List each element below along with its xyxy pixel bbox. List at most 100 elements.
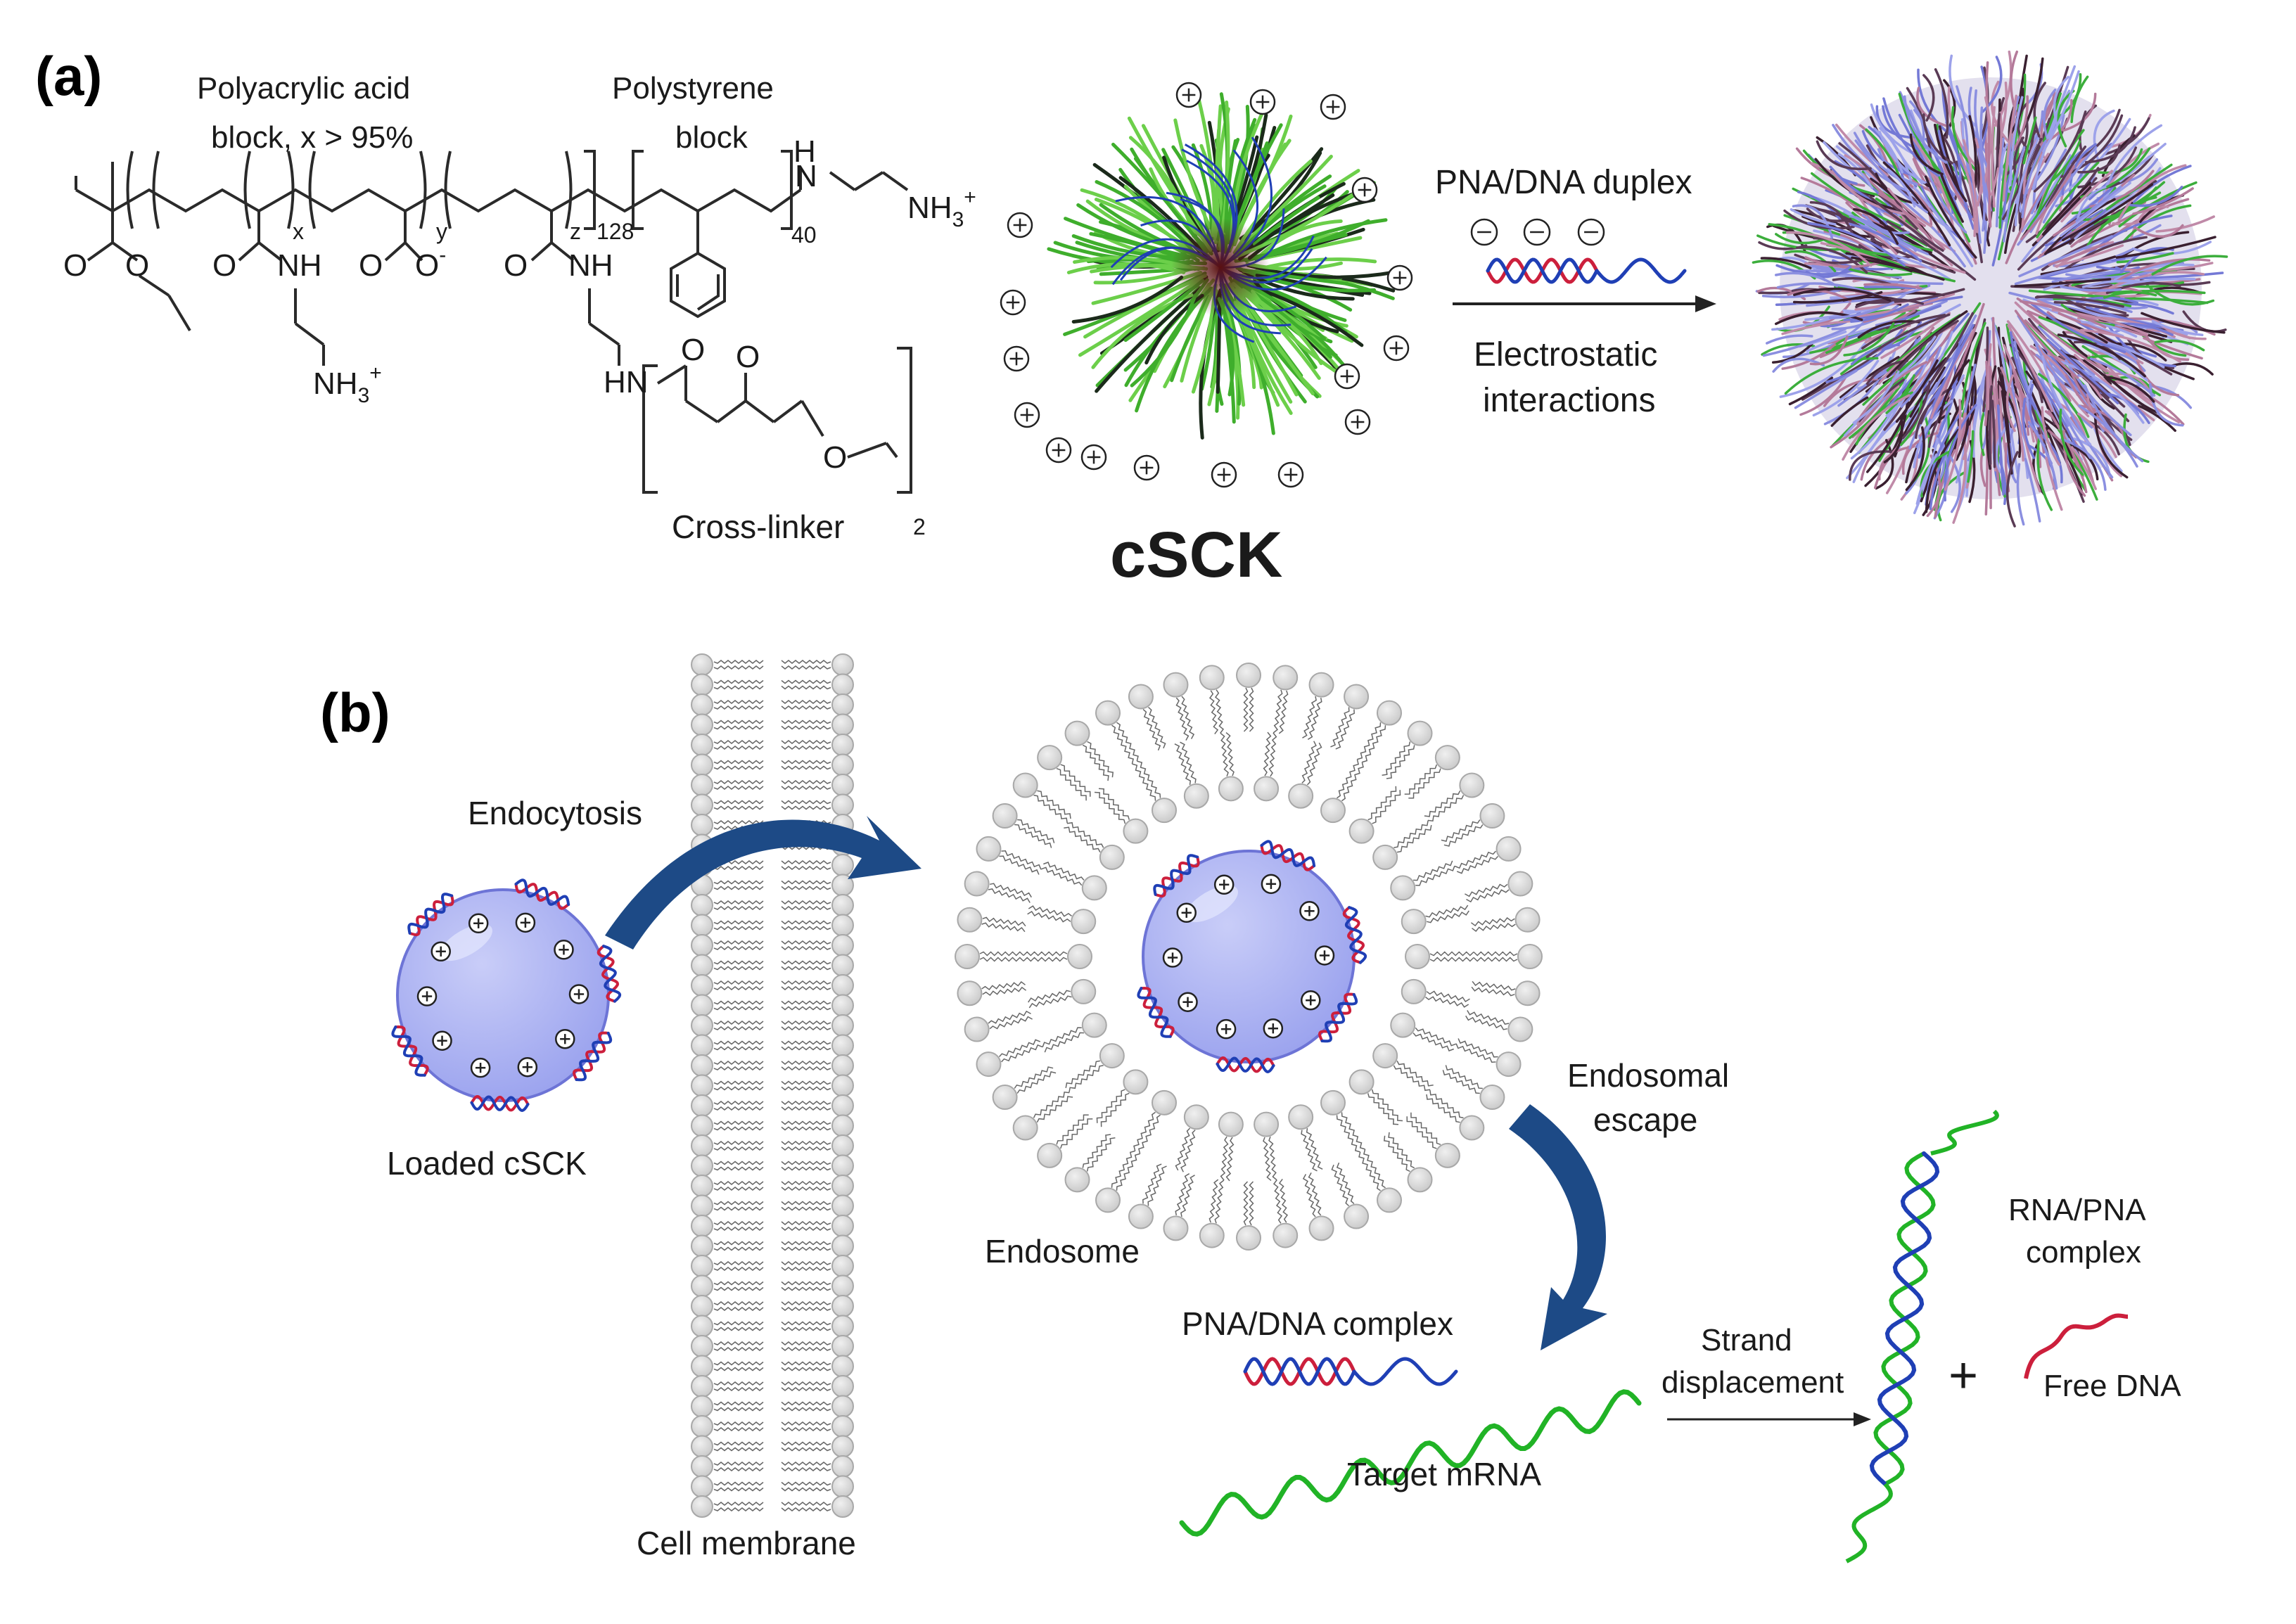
inner-lipid: [1348, 786, 1401, 844]
endosome-label: Endosome: [985, 1233, 1140, 1270]
lipid-pair: [691, 1435, 854, 1458]
particle-charge-6: [432, 1030, 452, 1051]
inner-lipid: [1094, 788, 1149, 844]
outer-lipid: [976, 836, 1042, 875]
outer-lipid: [1331, 1162, 1370, 1229]
lipid-pair: [691, 1295, 854, 1317]
rna-pna-label-line1: RNA/PNA: [2008, 1193, 2146, 1227]
outer-lipid: [1273, 665, 1299, 734]
outer-lipid: [1473, 944, 1543, 969]
positive-charge-15: [1344, 409, 1371, 435]
inner-lipid: [1288, 1104, 1323, 1172]
carboxylate-o1: O: [359, 248, 383, 283]
inner-lipid: [1405, 944, 1474, 969]
pna-dna-complex: [1243, 1357, 1458, 1386]
inner-lipid: [1372, 1043, 1434, 1092]
outer-lipid: [976, 1039, 1043, 1078]
outer-lipid: [1163, 672, 1195, 741]
inner-lipid: [1390, 1012, 1457, 1051]
outer-lipid: [964, 1010, 1033, 1042]
crosslink-hn: HN: [604, 365, 649, 399]
lipid-pair: [691, 1215, 854, 1237]
lipid-pair: [691, 1475, 854, 1498]
crosslinker-label: Cross-linker: [672, 509, 844, 545]
outer-lipid: [1037, 1114, 1093, 1168]
outer-lipid: [1442, 1065, 1505, 1110]
displacement-arrow: [1667, 1412, 1871, 1426]
negative-charges: [1470, 218, 1605, 246]
rna-pna-complex: [1845, 1109, 1999, 1564]
positive-charge-4: [1351, 177, 1378, 203]
plus-sign: +: [1949, 1348, 1978, 1404]
positive-charge-12: [1133, 454, 1160, 481]
crosslink-o3: O: [823, 440, 847, 475]
lipid-pair: [691, 713, 854, 736]
lipid-pair: [691, 1455, 854, 1478]
ps-label-line2: block: [675, 120, 748, 155]
outer-lipid: [1455, 1038, 1522, 1078]
particle-charge-3: [1301, 990, 1321, 1011]
outer-lipid: [1095, 700, 1139, 765]
particle-charge-3: [555, 1028, 575, 1049]
particle-charge-9: [1213, 874, 1235, 895]
negative-charge-2: [1577, 218, 1605, 246]
lipid-pair: [691, 1375, 854, 1398]
positive-charge-3: [1007, 212, 1033, 238]
particle-charge-9: [468, 913, 489, 934]
amine-h: H: [793, 134, 816, 169]
lipid-pair: [691, 1274, 854, 1298]
outer-lipid: [1404, 745, 1460, 799]
endosome: [955, 663, 1543, 1251]
polymer-labels: Polyacrylic acid block, x > 95% Polystyr…: [63, 71, 976, 545]
positive-charge-16: [1334, 363, 1360, 390]
outer-lipid: [1471, 980, 1541, 1006]
lipid-pair: [691, 1054, 854, 1077]
pna-dna-complex-label: PNA/DNA complex: [1182, 1305, 1453, 1342]
outer-lipid: [1454, 836, 1522, 874]
outer-lipid: [1064, 1134, 1116, 1193]
positive-charge-14: [1277, 461, 1304, 488]
electrostatic-label: Electrostatic: [1474, 336, 1657, 373]
outer-lipid: [1012, 1091, 1073, 1141]
outer-lipid: [1128, 1163, 1167, 1229]
inner-lipid: [1348, 1069, 1403, 1125]
outer-lipid: [1095, 1150, 1140, 1213]
particle-charge-7: [416, 986, 438, 1006]
lipid-pair: [691, 1034, 854, 1057]
outer-lipid: [1406, 1112, 1460, 1168]
lipid-pair: [691, 1315, 854, 1338]
lipid-pair: [691, 1415, 854, 1438]
outer-lipid: [1273, 1178, 1299, 1248]
inner-lipid: [1028, 978, 1097, 1009]
outer-lipid: [1470, 907, 1541, 933]
inner-lipid: [1218, 1111, 1244, 1182]
ester-o1: O: [63, 248, 87, 283]
target-mrna-label: Target mRNA: [1347, 1456, 1541, 1492]
panel-a-tag: (a): [35, 45, 102, 107]
escape-label: escape: [1593, 1101, 1697, 1138]
duplex-label: PNA/DNA duplex: [1435, 164, 1692, 201]
positive-charge-6: [1383, 335, 1410, 362]
displacement-label: displacement: [1662, 1365, 1844, 1400]
inner-lipid: [1042, 1012, 1107, 1053]
lipid-pair: [691, 994, 854, 1017]
subscript-40: 40: [791, 222, 817, 248]
outer-lipid: [1236, 1181, 1261, 1251]
positive-charge-7: [1000, 289, 1026, 316]
inner-lipid: [1174, 741, 1209, 809]
lipid-pair: [691, 1014, 854, 1037]
inner-lipid: [1175, 1104, 1209, 1172]
outer-lipid: [957, 980, 1027, 1006]
lipid-pair: [691, 774, 854, 796]
endocytosis-label: Endocytosis: [468, 795, 642, 831]
inner-lipid: [1040, 862, 1107, 901]
cSCK-title: cSCK: [1110, 519, 1282, 591]
outer-lipid: [1358, 1149, 1402, 1213]
lipid-pair: [691, 914, 854, 937]
lipid-pair: [691, 954, 854, 977]
lipid-pair: [691, 894, 854, 916]
outer-lipid: [1302, 1172, 1334, 1241]
free-dna-strand: [2024, 1313, 2129, 1379]
inner-lipid: [1065, 1043, 1125, 1093]
interactions-label: interactions: [1483, 382, 1655, 419]
